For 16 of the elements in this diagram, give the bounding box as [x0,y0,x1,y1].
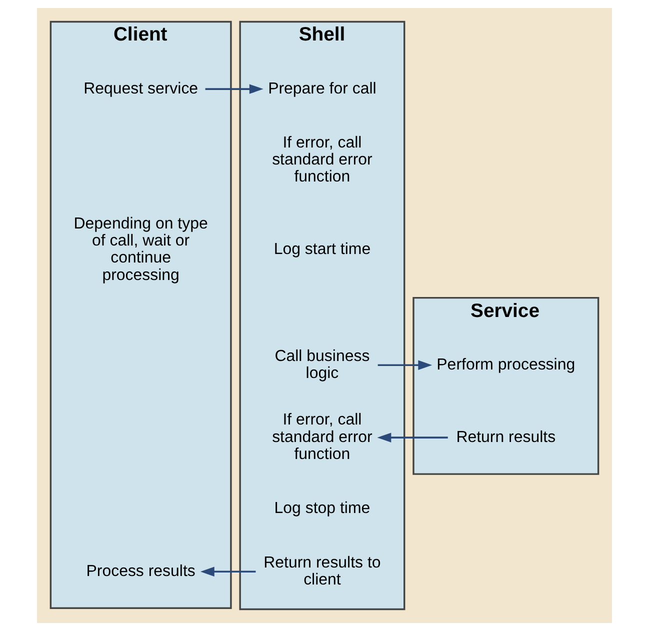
node-text: Return results [456,428,556,446]
arrow [377,432,448,442]
node-text: Request service [84,80,198,98]
arrow [205,84,264,94]
node-text: If error, call standard error function [272,412,372,463]
node-text: Call business logic [274,348,370,382]
node-text: Log stop time [274,500,370,518]
node-text: Perform processing [436,356,576,374]
arrow [200,566,256,576]
node-text: Prepare for call [268,80,376,98]
node-text: Log start time [274,241,371,258]
node-text: Process results [86,562,196,580]
arrow [378,360,432,370]
node-text: If error, call standard error function [272,134,372,186]
node-text: Return results to client [264,554,381,588]
node-text: Depending on type of call, wait or continue processing [74,215,208,284]
